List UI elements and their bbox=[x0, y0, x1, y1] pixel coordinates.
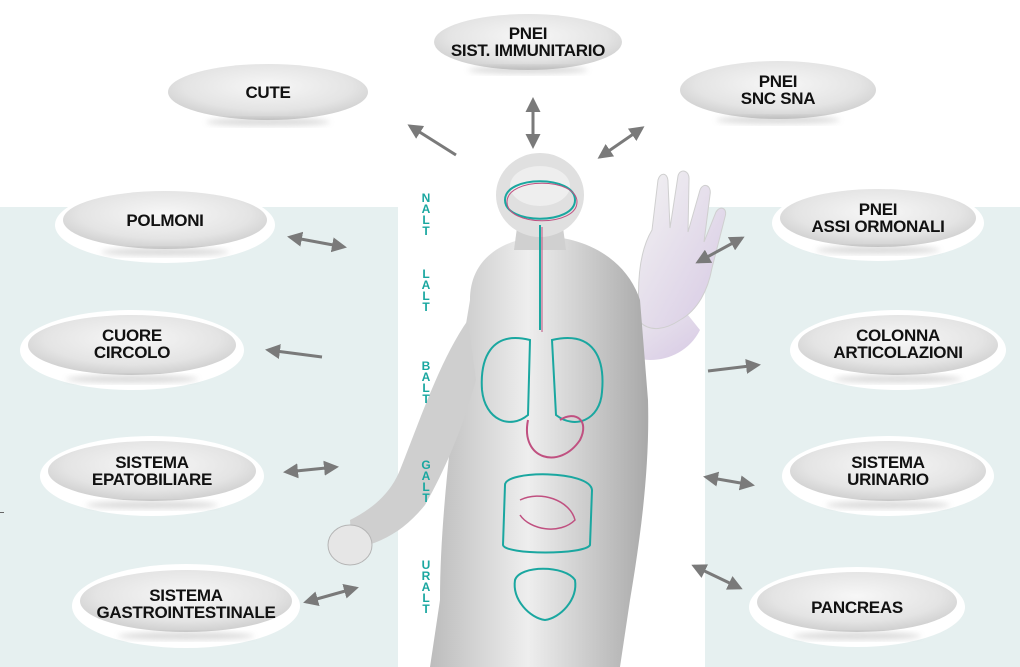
vertical-label-galt: G A L T bbox=[419, 460, 433, 504]
label-line: SIST. IMMUNITARIO bbox=[451, 42, 605, 59]
label-pancreas: PANCREAS bbox=[757, 595, 957, 619]
label-line: PNEI bbox=[859, 201, 897, 218]
label-line: PANCREAS bbox=[811, 599, 903, 616]
vertical-label-uralt: U R A L T bbox=[419, 560, 433, 615]
label-line: POLMONI bbox=[126, 212, 203, 229]
label-colonna: COLONNA ARTICOLAZIONI bbox=[798, 324, 998, 364]
label-line: ARTICOLAZIONI bbox=[833, 344, 962, 361]
label-line: GASTROINTESTINALE bbox=[96, 604, 275, 621]
arrow-epatobiliare bbox=[286, 467, 336, 472]
letter: T bbox=[419, 226, 433, 237]
label-line: SNC SNA bbox=[741, 90, 815, 107]
label-line: ASSI ORMONALI bbox=[811, 218, 944, 235]
label-line: EPATOBILIARE bbox=[92, 471, 212, 488]
label-cuore: CUORE CIRCOLO bbox=[32, 324, 232, 364]
letter: T bbox=[419, 302, 433, 313]
label-epatobiliare: SISTEMA EPATOBILIARE bbox=[52, 451, 252, 491]
label-line: CUORE bbox=[102, 327, 162, 344]
label-line: CUTE bbox=[245, 84, 290, 101]
label-pnei-immunitario: PNEI SIST. IMMUNITARIO bbox=[428, 20, 628, 64]
label-pnei-assi: PNEI ASSI ORMONALI bbox=[778, 198, 978, 238]
arrow-snc bbox=[600, 128, 642, 157]
label-polmoni: POLMONI bbox=[65, 208, 265, 232]
label-line: PNEI bbox=[759, 73, 797, 90]
label-line: SISTEMA bbox=[851, 454, 924, 471]
letter: T bbox=[419, 394, 433, 405]
arrow-pancreas bbox=[694, 566, 740, 588]
label-gastro: SISTEMA GASTROINTESTINALE bbox=[76, 584, 296, 624]
arrow-cute bbox=[410, 126, 456, 155]
label-line: CIRCOLO bbox=[94, 344, 170, 361]
label-cute: CUTE bbox=[168, 80, 368, 104]
arrow-gastro bbox=[306, 588, 356, 602]
vertical-label-nalt: N A L T bbox=[419, 193, 433, 237]
label-pnei-snc: PNEI SNC SNA bbox=[678, 70, 878, 110]
label-line: URINARIO bbox=[847, 471, 929, 488]
label-line: COLONNA bbox=[856, 327, 940, 344]
arrow-urinario bbox=[706, 477, 752, 485]
label-line: SISTEMA bbox=[115, 454, 188, 471]
vertical-label-balt: B A L T bbox=[419, 361, 433, 405]
label-line: SISTEMA bbox=[149, 587, 222, 604]
letter: T bbox=[419, 604, 433, 615]
vertical-label-lalt: L A L T bbox=[419, 269, 433, 313]
arrow-cuore bbox=[268, 350, 322, 357]
label-urinario: SISTEMA URINARIO bbox=[788, 451, 988, 491]
arrow-polmoni bbox=[290, 237, 344, 247]
letter: T bbox=[419, 493, 433, 504]
arrow-colonna bbox=[708, 365, 758, 371]
human-figure-illustration bbox=[328, 153, 726, 667]
label-line: PNEI bbox=[509, 25, 547, 42]
